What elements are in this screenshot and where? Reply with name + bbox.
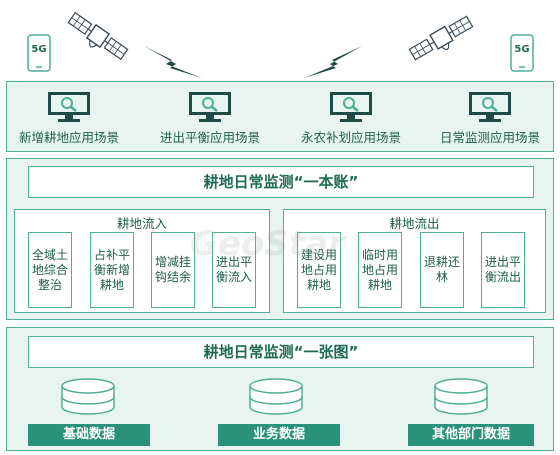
scene-label: 日常监测应用场景 bbox=[439, 130, 540, 145]
database-icon bbox=[246, 377, 306, 417]
database-icon bbox=[58, 377, 118, 417]
lightning-left-icon bbox=[142, 44, 204, 80]
phone-right-icon: 5G bbox=[510, 34, 534, 72]
outflow-title: 耕地流出 bbox=[389, 216, 440, 231]
outflow-item: 建设用地占用耕地 bbox=[297, 232, 341, 308]
outflow-item: 进出平衡流出 bbox=[481, 232, 525, 308]
lightning-right-icon bbox=[302, 44, 364, 80]
database-label: 业务数据 bbox=[218, 424, 340, 446]
scene-label: 进出平衡应用场景 bbox=[159, 130, 260, 145]
map-title: 耕地日常监测“一张图” bbox=[28, 336, 534, 368]
inflow-item: 占补平衡新增耕地 bbox=[90, 232, 134, 308]
inflow-item: 进出平衡流入 bbox=[212, 232, 256, 308]
database-label: 其他部门数据 bbox=[408, 424, 534, 446]
satellite-left-icon bbox=[58, 6, 138, 68]
scene-monitor-icon bbox=[467, 91, 513, 123]
inflow-item: 全域土地综合整治 bbox=[28, 232, 72, 308]
database-label: 基础数据 bbox=[28, 424, 150, 446]
outflow-item: 退耕还林 bbox=[420, 232, 464, 308]
scenes-band bbox=[6, 81, 554, 152]
phone-left-icon: 5G bbox=[27, 34, 51, 72]
inflow-item: 增减挂钩结余 bbox=[151, 232, 195, 308]
phone-right-label: 5G bbox=[514, 44, 530, 55]
scene-monitor-icon bbox=[187, 91, 233, 123]
outflow-item: 临时用地占用耕地 bbox=[358, 232, 402, 308]
scene-label: 新增耕地应用场景 bbox=[18, 130, 119, 145]
watermark-text: GeoStar bbox=[190, 224, 345, 264]
phone-left-label: 5G bbox=[31, 44, 47, 55]
inflow-title: 耕地流入 bbox=[116, 216, 167, 231]
satellite-right-icon bbox=[400, 8, 482, 70]
database-icon bbox=[431, 377, 491, 417]
ledger-title: 耕地日常监测“一本账” bbox=[28, 166, 534, 198]
scene-monitor-icon bbox=[46, 91, 92, 123]
scene-label: 永农补划应用场景 bbox=[300, 130, 401, 145]
scene-monitor-icon bbox=[328, 91, 374, 123]
